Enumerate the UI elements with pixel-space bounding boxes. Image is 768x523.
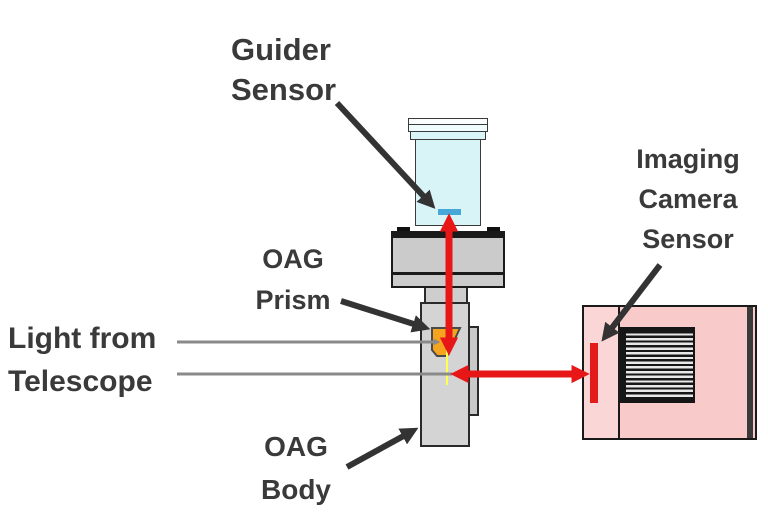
imaging-label-line3: Sensor (642, 224, 734, 254)
imaging-camera-sensor-label: Imaging Camera Sensor (600, 139, 768, 259)
oag-focuser-block (391, 231, 505, 288)
guider-sensor-chip (438, 209, 461, 215)
focuser-seam-line (393, 272, 503, 275)
light-label-line2: Telescope (8, 365, 153, 398)
oag-prism-label-line2: Prism (255, 285, 331, 315)
light-label-line1: Light from (8, 322, 157, 355)
guider-sensor-label-line1: Guider (231, 32, 331, 67)
focuser-clamp-screw-left (397, 227, 410, 232)
guider-sensor-label: Guider Sensor (231, 30, 336, 110)
imaging-label-line1: Imaging (636, 144, 740, 174)
oag-body-pointer-arrow (345, 427, 419, 470)
oag-body-label-line1: OAG (264, 431, 328, 462)
imaging-camera-heatsink-fins (620, 327, 695, 403)
light-from-telescope-label: Light from Telescope (8, 317, 156, 403)
imaging-camera-sensor-chip (590, 343, 598, 403)
oag-prism-pointer-arrow (340, 298, 431, 333)
imaging-label-line2: Camera (638, 184, 738, 214)
oag-prism-label: OAG Prism (237, 239, 349, 321)
focuser-clamp-screw-right (487, 227, 500, 232)
oag-prism-label-line1: OAG (262, 244, 324, 274)
focuser-top-band (393, 233, 503, 238)
oag-body-label: OAG Body (248, 425, 344, 511)
oag-body-label-line2: Body (261, 474, 331, 505)
guider-sensor-label-line2: Sensor (231, 72, 337, 107)
oag-body-block (420, 302, 470, 447)
imaging-camera-back-panel (747, 307, 753, 438)
